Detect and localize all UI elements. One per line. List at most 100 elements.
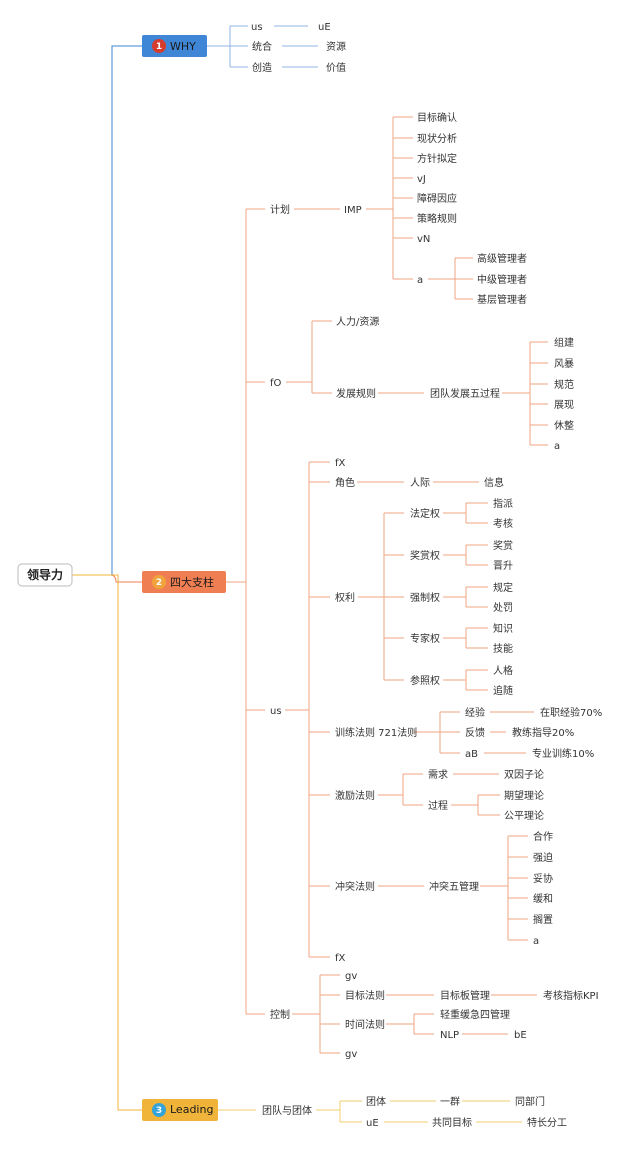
why-row-b: uE: [318, 22, 331, 33]
train-rule-label: 训练法则 721法则: [335, 726, 417, 739]
manager-level: 高级管理者: [477, 252, 527, 265]
imp-step: vJ: [417, 174, 426, 185]
leading-branch: 团队与团体 团体 一群 同部门 uE 共同目标 特长分工: [262, 1095, 567, 1129]
badge-number: 3: [156, 1106, 162, 1116]
root-node[interactable]: 领导力: [17, 563, 73, 587]
badge-number: 2: [156, 578, 162, 588]
lead-item: fX: [335, 953, 346, 964]
need-label: 需求: [428, 769, 448, 781]
control-item: gv: [345, 971, 357, 982]
imp-step: 障碍因应: [417, 192, 457, 205]
control-label: 控制: [270, 1008, 290, 1021]
power-item: 规定: [493, 581, 513, 594]
team-label: 团队与团体: [262, 1104, 312, 1117]
why-row-b: 资源: [326, 40, 346, 53]
dev-stage: 规范: [554, 378, 574, 391]
pillars-label: 四大支柱: [170, 575, 214, 589]
power-item: 知识: [493, 622, 513, 635]
team-row-c: 特长分工: [527, 1117, 567, 1129]
dev-stage: 休整: [554, 419, 574, 432]
dev-stage: a: [554, 441, 560, 452]
power-type: 参照权: [410, 674, 440, 687]
why-row-a: 创造: [252, 61, 272, 74]
control-branch: 控制 gv 目标法则 目标板管理 考核指标KPI 时间法则 轻重缓急四管理 NL…: [270, 971, 599, 1060]
power-type: 强制权: [410, 591, 440, 604]
conflict-five-label: 冲突五管理: [429, 880, 479, 893]
imp-step: 现状分析: [417, 132, 457, 145]
interpersonal-label: 人际: [410, 477, 430, 489]
org-branch: fO 人力/资源 发展规则 团队发展五过程 组建 风暴 规范 展现 休整 a: [270, 315, 574, 452]
nlp-label: NLP: [440, 1030, 459, 1041]
imp-step: 策略规则: [417, 212, 457, 225]
power-item: 技能: [493, 642, 513, 655]
goal-board-label: 目标板管理: [440, 989, 490, 1002]
leading-label: Leading: [170, 1103, 213, 1116]
conflict-item: 妥协: [533, 872, 553, 885]
power-type: 奖赏权: [410, 549, 440, 562]
power-item: 指派: [493, 497, 513, 510]
train-ratio: 在职经验70%: [540, 706, 602, 719]
power-type: 专家权: [410, 632, 440, 645]
manager-level: 基层管理者: [477, 293, 527, 306]
pillars-lines: [226, 116, 548, 1054]
why-row-a: 统合: [252, 40, 272, 53]
power-type: 法定权: [410, 507, 440, 520]
power-item: 奖赏: [493, 539, 513, 552]
be-label: bE: [514, 1030, 527, 1041]
quadrant-label: 轻重缓急四管理: [440, 1008, 510, 1021]
badge-icon: [152, 39, 166, 53]
time-rule-label: 时间法则: [345, 1018, 385, 1031]
power-item: 人格: [493, 664, 513, 677]
imp-step: a: [417, 275, 423, 286]
trunk-lines: [72, 45, 142, 1111]
conflict-rule-label: 冲突法则: [335, 880, 375, 893]
badge-icon: [152, 1103, 166, 1117]
lead-branch: us fX 角色 人际 信息 权利 法定权 指派 考核 奖赏权 奖赏 晋升 强制…: [270, 458, 602, 964]
conflict-item: 强迫: [533, 851, 553, 864]
team-row-a: 团体: [366, 1096, 386, 1108]
org-label: fO: [270, 378, 282, 389]
train-item: 经验: [465, 706, 485, 719]
dev-stage: 风暴: [554, 358, 574, 370]
control-item: gv: [345, 1049, 357, 1060]
train-item: 反馈: [465, 726, 485, 739]
train-ratio: 专业训练10%: [532, 747, 594, 760]
why-row-b: 价值: [326, 61, 346, 74]
power-item: 处罚: [493, 602, 513, 614]
pillars-trunk: [72, 574, 142, 583]
dev-stage: 展现: [554, 399, 574, 411]
leading-node[interactable]: 3 Leading: [142, 1099, 218, 1121]
manpower-label: 人力/资源: [336, 315, 379, 328]
root-label: 领导力: [27, 567, 63, 582]
team-row-b: 共同目标: [432, 1117, 472, 1129]
why-label: WHY: [170, 40, 196, 53]
pillars-node[interactable]: 2 四大支柱: [142, 571, 226, 593]
team-row-b: 一群: [440, 1095, 460, 1108]
role-label: 角色: [335, 476, 355, 489]
power-item: 晋升: [493, 560, 513, 572]
power-label: 权利: [335, 591, 355, 604]
badge-number: 1: [156, 42, 162, 52]
why-node[interactable]: 1 WHY: [142, 35, 207, 57]
plan-branch: 计划 IMP 目标确认 现状分析 方针拟定 vJ 障碍因应 策略规则 vN a …: [270, 111, 527, 306]
team-row-c: 同部门: [515, 1095, 545, 1108]
goal-rule-label: 目标法则: [345, 989, 385, 1002]
leading-lines: [218, 1100, 522, 1123]
motivate-rule-label: 激励法则: [335, 789, 375, 802]
process-label: 过程: [428, 799, 448, 812]
conflict-item: 搁置: [533, 913, 553, 926]
lead-label: us: [270, 706, 282, 717]
why-row-a: us: [251, 22, 263, 33]
plan-label: 计划: [270, 203, 290, 216]
conflict-item: 缓和: [533, 892, 553, 905]
kpi-label: 考核指标KPI: [543, 989, 599, 1002]
train-ratio: 教练指导20%: [512, 726, 574, 739]
five-process-label: 团队发展五过程: [430, 387, 500, 400]
why-branch: [207, 25, 318, 68]
leading-trunk: [72, 574, 142, 1111]
why-rows: us uE 统合 资源 创造 价值: [251, 22, 346, 74]
badge-icon: [152, 575, 166, 589]
dev-rule-label: 发展规则: [336, 387, 376, 400]
why-trunk: [72, 45, 142, 576]
